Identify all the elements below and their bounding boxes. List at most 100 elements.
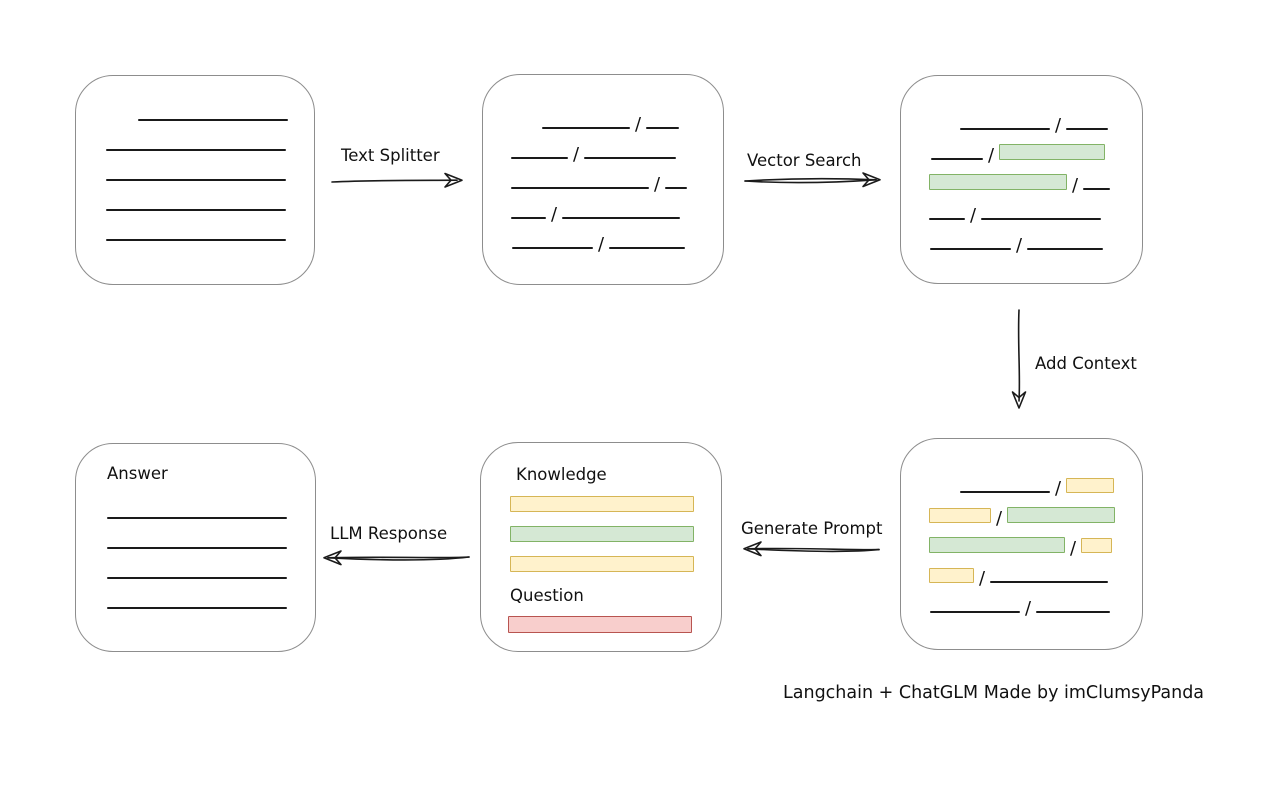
- green-chunk: [929, 174, 1067, 190]
- knowledge-label: Knowledge: [516, 465, 607, 484]
- text-line: [562, 217, 681, 219]
- answer-box: Answer: [75, 443, 316, 652]
- red-bar: [508, 616, 692, 633]
- text-line: [646, 127, 680, 129]
- document-lines: [76, 76, 314, 241]
- yellow-bar: [510, 556, 694, 572]
- yellow-chunk: [929, 568, 974, 583]
- add-context-arrow-icon: [1011, 309, 1027, 409]
- text-line: [138, 119, 288, 121]
- answer-label: Answer: [107, 464, 168, 483]
- text-line-row: [76, 579, 315, 609]
- caption: Langchain + ChatGLM Made by imClumsyPand…: [783, 683, 1205, 703]
- slash-separator: /: [598, 234, 605, 255]
- split-chunks-box: / / / / /: [482, 74, 724, 285]
- chunk-row: /: [901, 493, 1142, 528]
- text-line: [930, 611, 1020, 613]
- text-line: [107, 607, 287, 609]
- chunk-row: /: [901, 583, 1142, 618]
- text-line: [106, 239, 286, 241]
- text-splitter-arrow-icon: [331, 172, 463, 188]
- slash-separator: /: [988, 145, 995, 166]
- yellow-chunk: [929, 508, 991, 523]
- text-line: [107, 517, 287, 519]
- chunk-rows: /////: [901, 439, 1142, 618]
- chunk-row: /: [483, 189, 723, 224]
- text-line: [107, 577, 287, 579]
- text-line-row: [76, 519, 315, 549]
- text-line-row: [76, 489, 315, 519]
- text-line: [981, 218, 1102, 220]
- text-line-row: [76, 549, 315, 579]
- chunk-row: /: [901, 553, 1142, 588]
- chunk-row: /: [483, 219, 723, 254]
- slash-separator: /: [573, 144, 580, 165]
- text-line: [512, 247, 593, 249]
- text-line: [960, 491, 1050, 493]
- text-line: [1027, 248, 1104, 250]
- text-line: [511, 217, 546, 219]
- slash-separator: /: [970, 205, 977, 226]
- slash-separator: /: [654, 174, 661, 195]
- chunk-row: /: [483, 129, 723, 164]
- text-line: [931, 158, 983, 160]
- chunk-row: /: [901, 100, 1142, 135]
- slash-separator: /: [979, 568, 986, 589]
- question-label: Question: [510, 586, 584, 605]
- text-splitter-label: Text Splitter: [341, 146, 440, 165]
- text-line-row: [76, 181, 314, 211]
- vector-search-result-box: /////: [900, 75, 1143, 284]
- chunk-row: /: [901, 463, 1142, 498]
- vector-search-label: Vector Search: [747, 151, 862, 170]
- text-line: [106, 149, 286, 151]
- green-bar: [510, 526, 694, 542]
- text-line-row: [76, 151, 314, 181]
- text-line: [990, 581, 1109, 583]
- yellow-chunk: [1081, 538, 1113, 553]
- chunk-row: /: [901, 220, 1142, 255]
- slash-separator: /: [635, 114, 642, 135]
- text-line: [584, 157, 677, 159]
- slash-separator: /: [1016, 235, 1023, 256]
- chunk-rows: /////: [901, 76, 1142, 255]
- chunk-row: /: [901, 190, 1142, 225]
- green-chunk: [929, 537, 1065, 553]
- slash-separator: /: [551, 204, 558, 225]
- generate-prompt-label: Generate Prompt: [741, 519, 883, 538]
- chunk-row: /: [901, 160, 1142, 195]
- source-document-box: [75, 75, 315, 285]
- text-line: [107, 547, 287, 549]
- chunk-rows: / / / / /: [483, 75, 723, 254]
- text-line: [511, 187, 649, 189]
- vector-search-arrow-icon: [744, 172, 881, 188]
- text-line-row: [76, 91, 314, 121]
- knowledge-bars: [510, 496, 694, 586]
- text-line-row: [76, 121, 314, 151]
- chunk-row: /: [483, 99, 723, 134]
- text-line-row: [76, 211, 314, 241]
- add-context-label: Add Context: [1035, 354, 1137, 373]
- text-line: [106, 209, 286, 211]
- text-line: [929, 218, 965, 220]
- text-line: [960, 128, 1050, 130]
- chunk-row: /: [901, 130, 1142, 165]
- slash-separator: /: [1025, 598, 1032, 619]
- text-line: [665, 187, 688, 189]
- text-line: [542, 127, 630, 129]
- green-chunk: [999, 144, 1106, 160]
- answer-lines: [76, 444, 315, 609]
- text-line: [609, 247, 686, 249]
- slash-separator: /: [1070, 538, 1077, 559]
- prompt-box: Knowledge Question: [480, 442, 722, 652]
- chunk-row: /: [901, 523, 1142, 558]
- question-bar: [508, 616, 692, 647]
- text-line: [930, 248, 1011, 250]
- chunk-row: /: [483, 159, 723, 194]
- slash-separator: /: [1055, 115, 1062, 136]
- text-line: [1066, 128, 1109, 130]
- generate-prompt-arrow-icon: [743, 541, 880, 557]
- yellow-chunk: [1066, 478, 1115, 493]
- text-line: [1036, 611, 1111, 613]
- yellow-bar: [510, 496, 694, 512]
